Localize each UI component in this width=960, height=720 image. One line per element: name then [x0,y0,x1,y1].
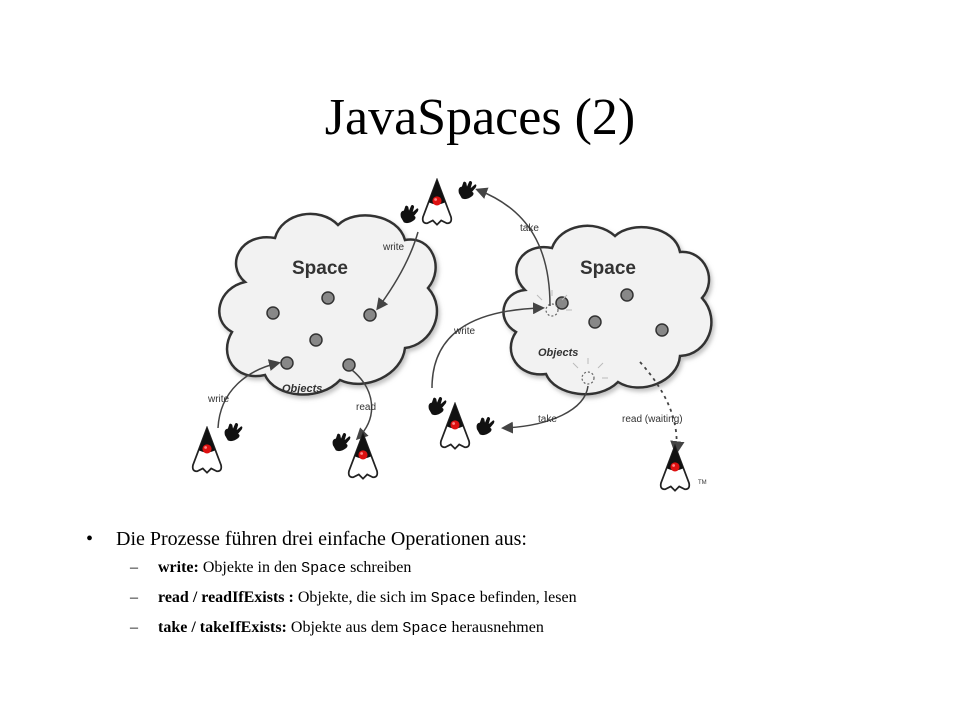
object-dot [363,308,377,322]
object-dot [655,323,669,337]
sub-line: take / takeIfExists: Objekte aus dem Spa… [158,619,544,637]
op-name: write: [158,559,199,576]
sub-line: write: Objekte in den Space schreiben [158,559,411,577]
take-burst [536,290,608,379]
sub-text-before: Objekte in den [198,559,302,576]
space-label-left: Space [292,258,348,279]
javaspaces-diagram: Space Objects Space Objects [170,170,730,500]
arrow-read-left [351,369,373,441]
sub-text-after: befinden, lesen [475,589,577,606]
code-term: Space [301,560,347,577]
space-label-right: Space [580,258,636,279]
sub-text-before: Objekte aus dem [286,619,403,636]
arrow-write-top [376,231,419,311]
trademark-label: TM [698,480,707,486]
arrow-write-mid [431,302,545,389]
hand-icon [400,204,419,224]
taken-slot [581,371,595,385]
hand-icon [332,432,351,452]
sub-text-before: Objekte, die sich im [293,589,431,606]
op-name: read / readIfExists : [158,589,294,606]
sub-list: – write: Objekte in den Space schreiben … [86,559,906,649]
arrow-write-left [217,359,281,429]
bullet-list: • Die Prozesse führen drei einfache Oper… [86,528,906,649]
sub-dash: – [130,619,138,636]
hand-icon [476,416,495,436]
object-dot [342,358,356,372]
hand-icon [458,180,477,200]
object-dot [620,288,634,302]
label-read-waiting: read (waiting) [622,414,683,425]
op-name: take / takeIfExists: [158,619,287,636]
object-dot [555,296,569,310]
bullet-symbol: • [86,528,94,550]
object-dot [280,356,294,370]
hand-icon [224,422,243,442]
duke-process-left [191,427,223,474]
sub-item-read: – read / readIfExists : Objekte, die sic… [130,589,906,619]
sub-text-after: herausnehmen [447,619,544,636]
taken-slot [545,303,559,317]
object-dot [588,315,602,329]
objects-label-right: Objects [538,347,578,359]
duke-process-middle [439,403,471,450]
duke-process-top [421,179,453,226]
label-write-top: write [382,242,405,253]
arrow-take-mid [501,385,589,434]
code-term: Space [402,620,448,637]
duke-process-reader [347,433,379,480]
label-take-top: take [520,223,539,234]
slide-title: JavaSpaces (2) [324,89,636,146]
space-cloud-right [502,224,713,396]
sub-item-write: – write: Objekte in den Space schreiben [130,559,906,589]
objects-label-left: Objects [282,383,322,395]
object-dot [321,291,335,305]
code-term: Space [430,590,476,607]
diagram-svg: Space Objects Space Objects [191,179,713,492]
hand-icon [428,396,447,416]
bullet-text: Die Prozesse führen drei einfache Operat… [116,528,527,550]
sub-dash: – [130,589,138,606]
arrow-take-top [475,187,551,307]
sub-text-after: schreiben [346,559,412,576]
sub-line: read / readIfExists : Objekte, die sich … [158,589,577,607]
label-take-mid: take [538,414,557,425]
object-dot [309,333,323,347]
duke-process-waiting [659,445,691,492]
label-read-left: read [356,402,376,413]
bullet-main: • Die Prozesse führen drei einfache Oper… [86,528,906,551]
sub-dash: – [130,559,138,576]
sub-item-take: – take / takeIfExists: Objekte aus dem S… [130,619,906,649]
label-write-mid: write [453,326,476,337]
label-write-left: write [207,394,230,405]
object-dot [266,306,280,320]
